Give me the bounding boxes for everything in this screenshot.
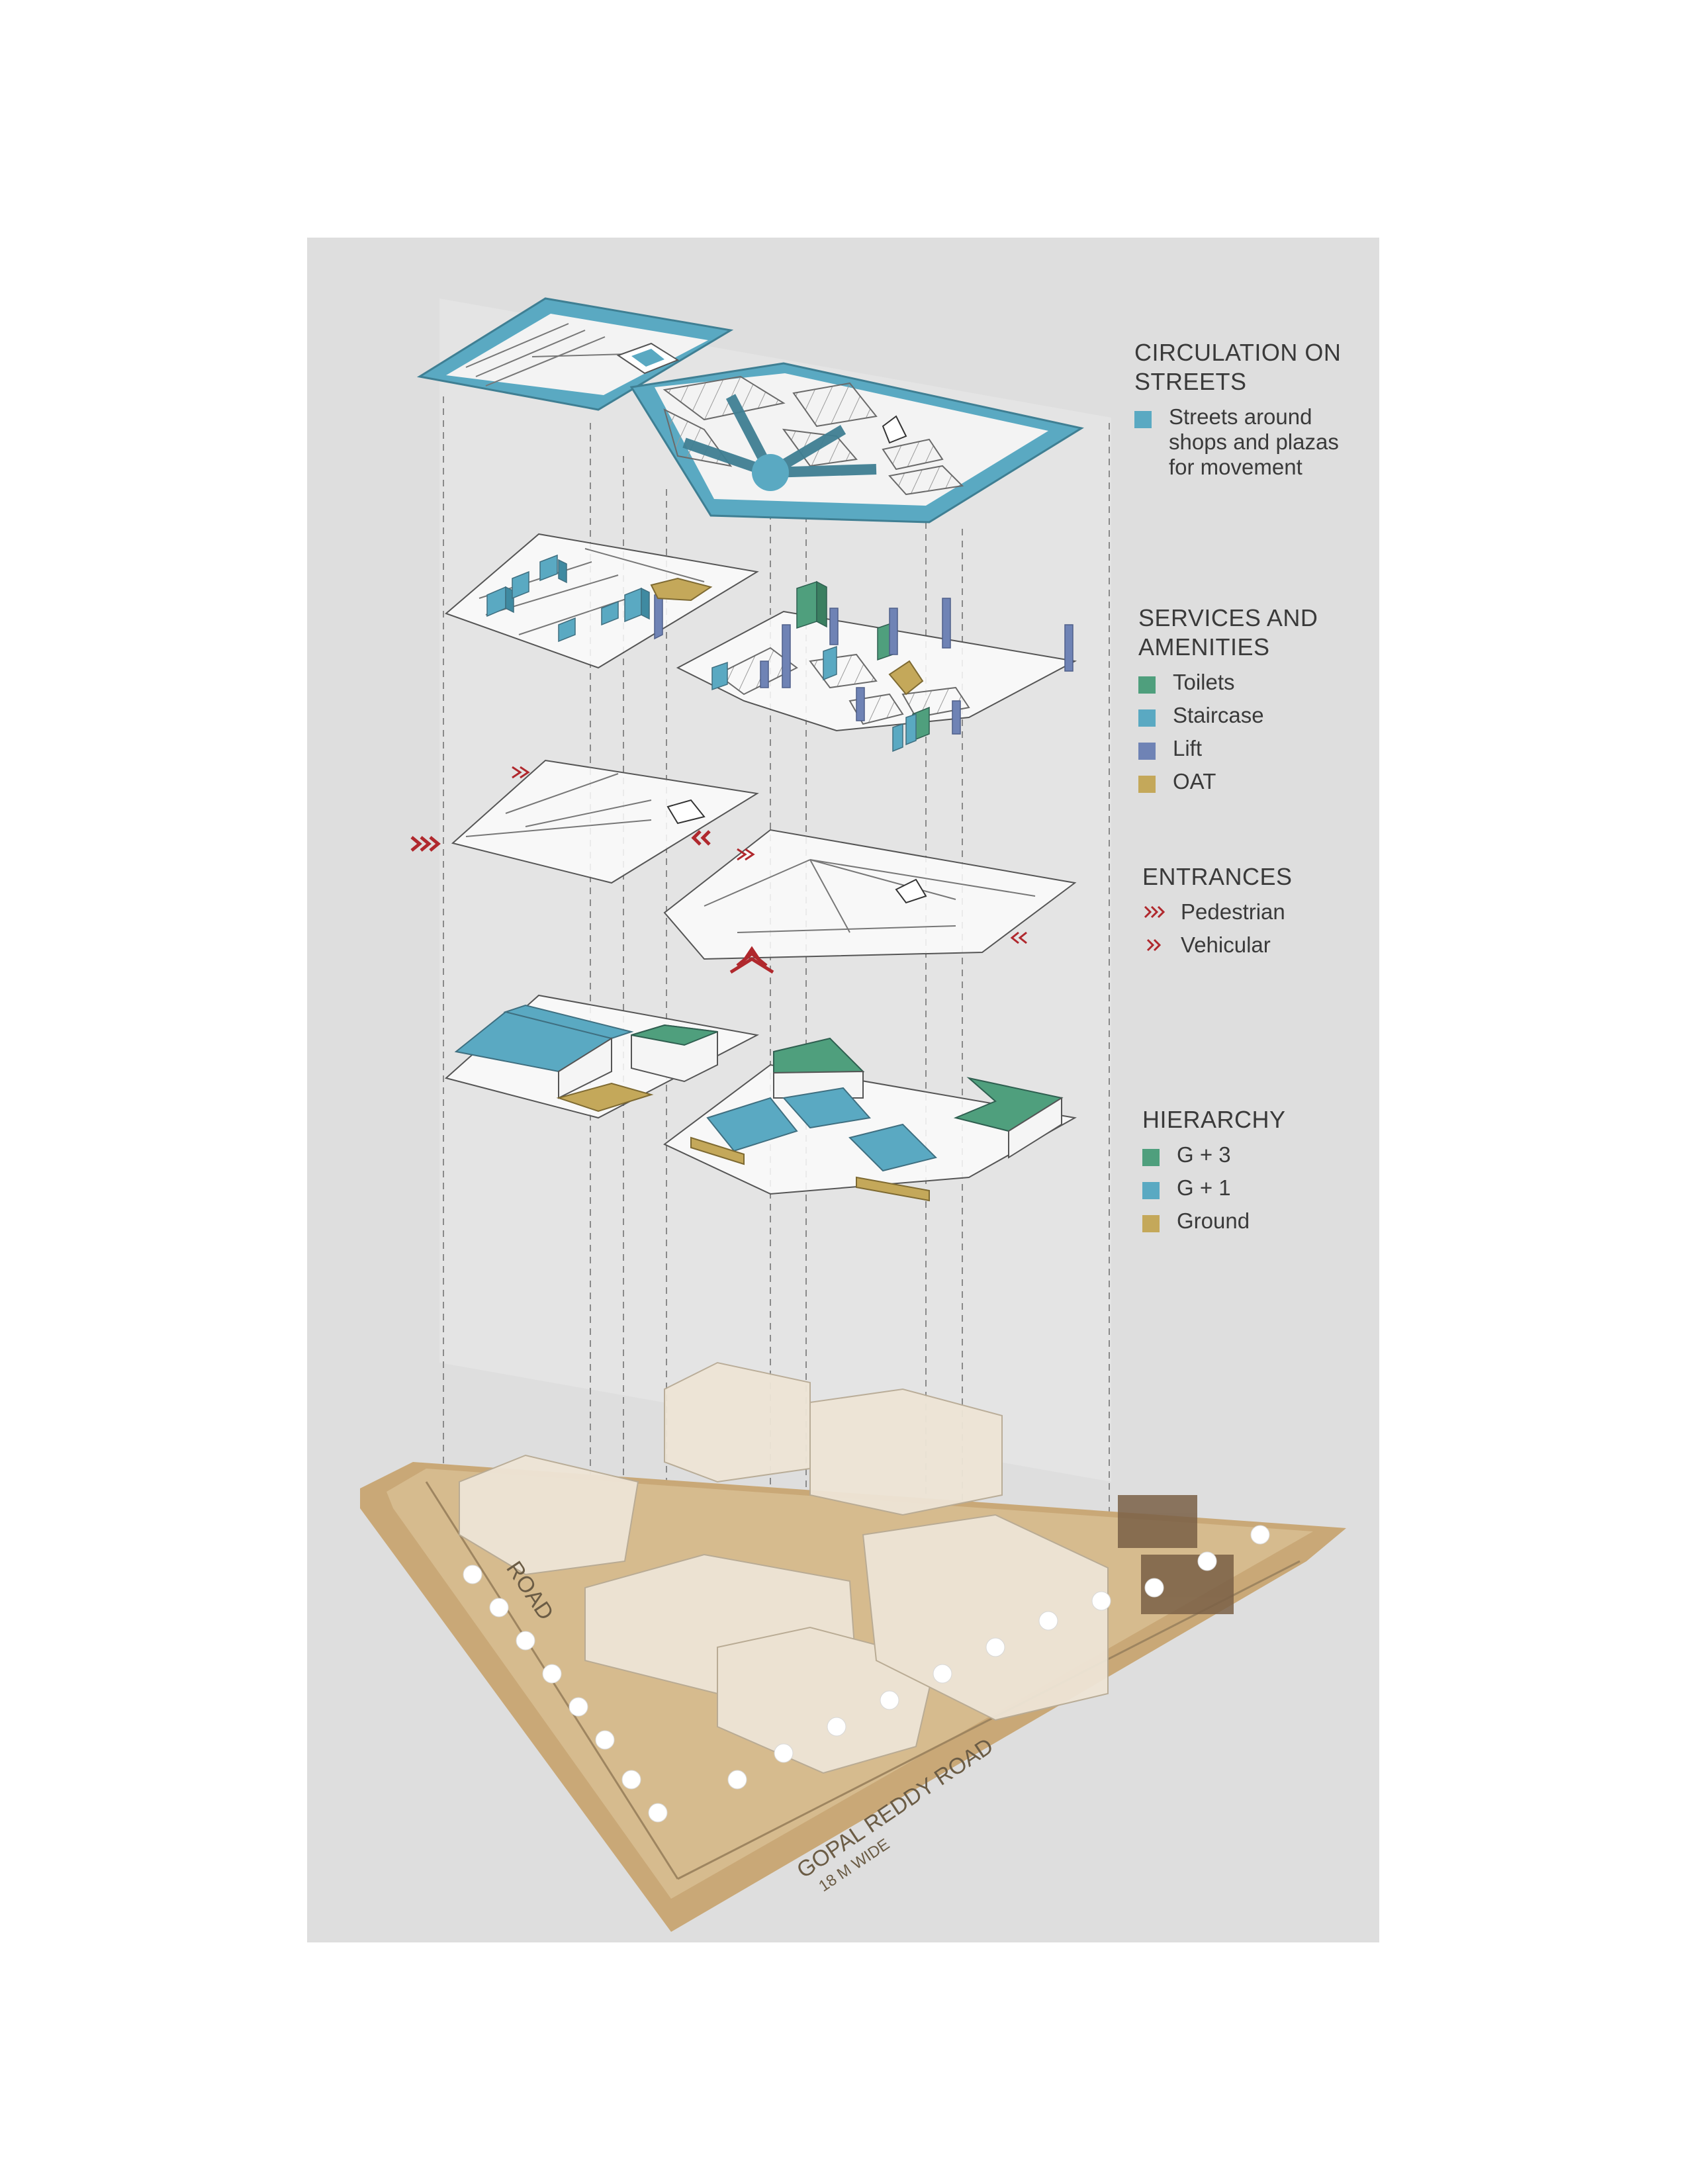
ground-swatch [1142, 1215, 1160, 1232]
legend-services-item: Toilets [1138, 670, 1363, 695]
legend-services-heading: SERVICES AND AMENITIES [1138, 604, 1318, 660]
staircase-swatch [1138, 709, 1156, 727]
streets-label: Streets around shops and plazas for move… [1169, 404, 1339, 479]
legend-services-item: Staircase [1138, 703, 1363, 728]
diagram-sheet: ROAD GOPAL REDDY ROAD 18 M WIDE CIRCULAT… [307, 238, 1379, 1942]
legend-hierarchy-item: Ground [1142, 1208, 1367, 1234]
oat-label: OAT [1173, 769, 1216, 794]
site-model: ROAD GOPAL REDDY ROAD 18 M WIDE [360, 1361, 1346, 1932]
staircase-label: Staircase [1173, 703, 1264, 727]
legend-hierarchy-item: G + 3 [1142, 1142, 1367, 1167]
legend-entrances-item: Vehicular [1142, 933, 1367, 958]
legend-circulation: CIRCULATION ON STREETS Streets around sh… [1134, 338, 1359, 480]
legend-services: SERVICES AND AMENITIES Toilets Staircase… [1138, 604, 1363, 794]
legend-circulation-item: Streets around shops and plazas for move… [1134, 404, 1359, 480]
pedestrian-label: Pedestrian [1181, 899, 1285, 924]
layer-circulation [416, 297, 1084, 523]
pedestrian-entrance-markers [410, 830, 774, 974]
g1-swatch [1142, 1182, 1160, 1199]
vehicular-entrance-markers [512, 766, 1027, 944]
legend-entrances: ENTRANCES Pedestrian Vehicular [1142, 862, 1367, 958]
lift-swatch [1138, 743, 1156, 760]
layer-hierarchy [444, 994, 1077, 1202]
legend-hierarchy-item: G + 1 [1142, 1175, 1367, 1201]
streets-swatch [1134, 411, 1152, 428]
layer-services [445, 533, 1077, 752]
legend-services-item: Lift [1138, 736, 1363, 761]
ground-label: Ground [1177, 1208, 1250, 1233]
legend-hierarchy-heading: HIERARCHY [1142, 1106, 1286, 1133]
legend-circulation-heading: CIRCULATION ON STREETS [1134, 339, 1342, 395]
triple-chevron-icon [1144, 905, 1165, 919]
exploded-axonometric-diagram: ROAD GOPAL REDDY ROAD 18 M WIDE [360, 297, 1346, 1932]
legend-entrances-item: Pedestrian [1142, 899, 1367, 925]
toilets-label: Toilets [1173, 670, 1235, 694]
legend-entrances-heading: ENTRANCES [1142, 863, 1293, 890]
g3-label: G + 3 [1177, 1142, 1231, 1167]
vehicular-label: Vehicular [1181, 933, 1271, 957]
legend-hierarchy: HIERARCHY G + 3 G + 1 Ground [1142, 1105, 1367, 1234]
toilets-swatch [1138, 676, 1156, 694]
double-chevron-icon [1146, 938, 1162, 952]
g1-label: G + 1 [1177, 1175, 1231, 1200]
layer-entrances [410, 759, 1077, 974]
legend-services-item: OAT [1138, 769, 1363, 794]
lift-label: Lift [1173, 736, 1203, 760]
oat-swatch [1138, 776, 1156, 793]
g3-swatch [1142, 1149, 1160, 1166]
